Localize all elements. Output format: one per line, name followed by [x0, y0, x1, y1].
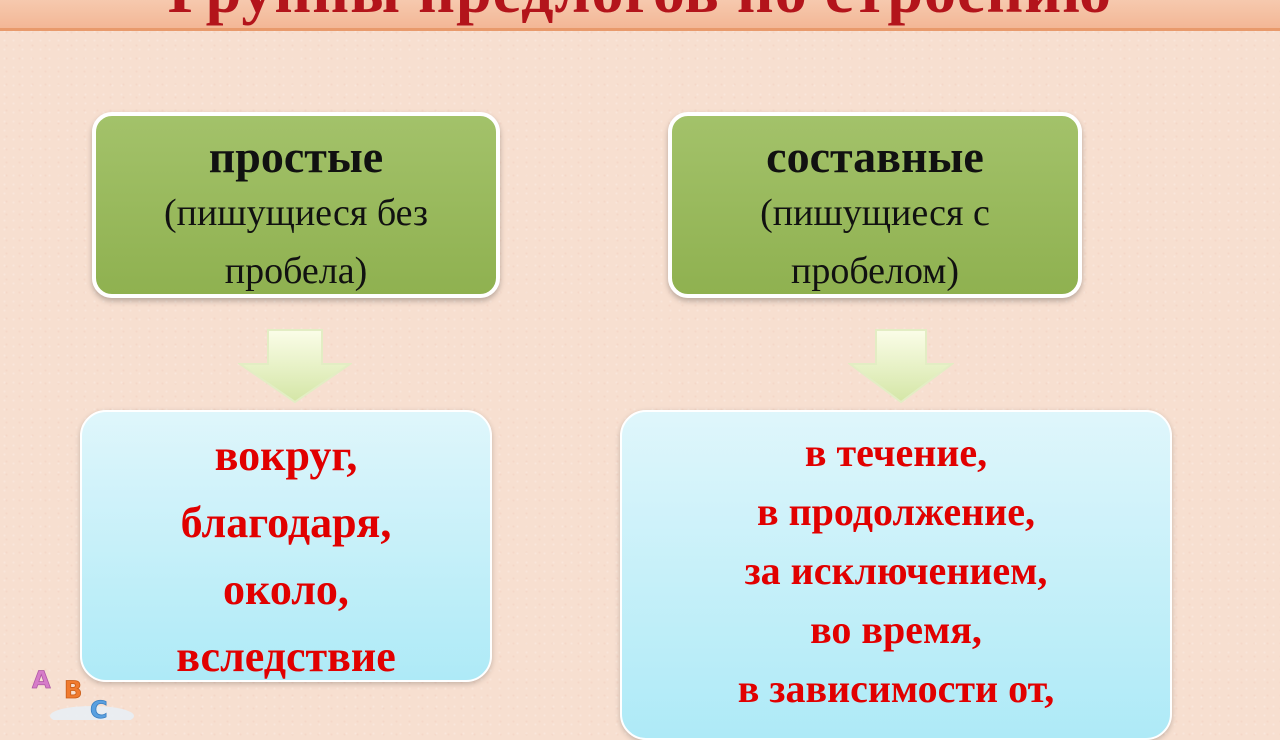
example-item: вокруг, [214, 431, 358, 480]
example-item: вследствие [176, 632, 396, 681]
letter-c: C [90, 696, 108, 720]
compound-heading: составные [766, 131, 984, 182]
example-item: благодаря, [180, 498, 392, 547]
title-bar: Группы предлогов по строению [0, 0, 1280, 31]
letter-b: B [64, 676, 82, 704]
simple-heading: простые [208, 131, 384, 182]
example-item: во время, [810, 607, 982, 652]
example-item: в течение, [804, 430, 988, 475]
down-arrow-icon [848, 329, 954, 404]
example-item: за исключением, [744, 548, 1048, 593]
simple-examples-box: вокруг, благодаря, около, вследствие [80, 410, 492, 682]
compound-prepositions-header: составные (пишущиеся с пробелом) [668, 112, 1082, 298]
simple-subtitle: (пишущиеся без пробела) [163, 192, 428, 292]
compound-examples-list: в течение, в продолжение, за исключением… [622, 412, 1170, 718]
example-item: в продолжение, [757, 489, 1035, 534]
abc-letters-icon: A B C [32, 666, 134, 720]
compound-examples-box: в течение, в продолжение, за исключением… [620, 410, 1172, 740]
compound-subtitle: (пишущиеся с пробелом) [760, 192, 990, 292]
simple-examples-list: вокруг, благодаря, около, вследствие [82, 412, 490, 690]
simple-prepositions-header: простые (пишущиеся без пробела) [92, 112, 500, 298]
down-arrow-icon [238, 329, 352, 404]
example-item: в зависимости от, [737, 666, 1055, 711]
slide-title: Группы предлогов по строению [0, 0, 1280, 28]
letter-a: A [32, 666, 51, 694]
example-item: около, [223, 565, 349, 614]
